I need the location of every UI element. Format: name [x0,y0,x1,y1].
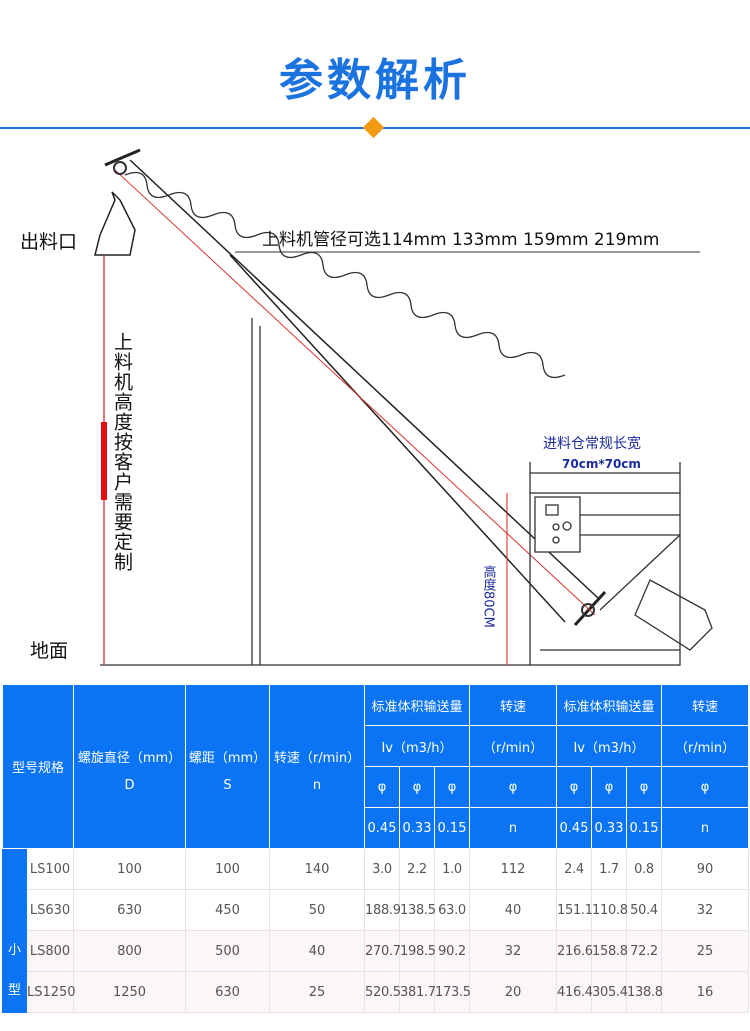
cell-model: LS630 [25,889,75,931]
header-volume-a: 标准体积输送量 [364,684,471,726]
cell-volume-a: 1.0 [434,848,471,890]
cell-speed-b: 90 [661,848,750,890]
cell-speed: 40 [269,930,366,972]
cell-volume-b: 72.2 [626,930,663,972]
cell-volume-a: 138.5 [399,889,436,931]
phi: φ [626,766,663,808]
cell-volume-b: 216.6 [556,930,593,972]
cell-volume-a: 270.7 [364,930,401,972]
cell-diameter: 630 [73,889,187,931]
screw-spiral [124,171,566,379]
hopper-label: 进料仓常规长宽 [543,435,641,452]
cell-speed-a: 40 [469,889,558,931]
cell-volume-a: 90.2 [434,930,471,972]
header-unit-b: Iv（m3/h） [556,725,663,767]
cell-speed: 25 [269,971,366,1013]
conveyor-tube [94,148,607,627]
cell-volume-a: 198.5 [399,930,436,972]
phi: φ [434,766,471,808]
cell-volume-b: 305.4 [591,971,628,1013]
cell-speed-a: 32 [469,930,558,972]
hopper-height: 高度80CM [481,564,497,627]
header-speed-unit-a: （r/min） [469,725,558,767]
phi: φ [364,766,401,808]
group-label: 小型 [2,848,27,1013]
screw-conveyor-diagram: 出料口 上料机管径可选114mm 133mm 159mm 219mm 上料机高度… [20,148,713,666]
cell-speed-b: 32 [661,889,750,931]
cell-volume-b: 1.7 [591,848,628,890]
cell-volume-b: 158.8 [591,930,628,972]
speed-symbol: n [661,807,750,849]
phi-value: 0.15 [626,807,663,849]
phi-value: 0.33 [399,807,436,849]
axis-line [114,169,596,616]
cell-volume-b: 50.4 [626,889,663,931]
phi-value: 0.45 [364,807,401,849]
spec-table: 型号规格 螺旋直径（mm）D 螺距（mm）S 转速（r/min）n 标准体积输送… [1,684,750,1013]
header-speed: 转速（r/min）n [269,684,366,849]
cell-volume-a: 3.0 [364,848,401,890]
header-diameter: 螺旋直径（mm）D [73,684,187,849]
header-speed-a: 转速 [469,684,558,726]
header-volume-b: 标准体积输送量 [556,684,663,726]
cell-speed-b: 25 [661,930,750,972]
cell-volume-b: 151.1 [556,889,593,931]
cell-model: LS100 [25,848,75,890]
cell-model: LS1250 [25,971,76,1013]
header-pitch: 螺距（mm）S [185,684,271,849]
cell-pitch: 450 [185,889,271,931]
cell-volume-a: 173.5 [434,971,471,1013]
cell-volume-a: 188.9 [364,889,401,931]
speed-symbol: n [469,807,558,849]
header-model: 型号规格 [1,684,75,849]
cell-speed: 50 [269,889,366,931]
phi: φ [661,766,750,808]
phi-value: 0.15 [434,807,471,849]
header-speed-unit-b: （r/min） [661,725,750,767]
height-note: 上料机高度按客户需要定制 [111,332,133,572]
phi-value: 0.45 [556,807,593,849]
cell-pitch: 100 [185,848,271,890]
hopper-size: 70cm*70cm [562,457,641,471]
outlet-label: 出料口 [20,231,77,253]
cell-diameter: 800 [73,930,187,972]
cell-speed: 140 [269,848,366,890]
page-title: 参数解析 [279,55,471,106]
header-unit-a: Iv（m3/h） [364,725,471,767]
ground-label: 地面 [30,640,68,662]
phi: φ [469,766,558,808]
phi: φ [591,766,628,808]
cell-volume-a: 520.5 [364,971,401,1013]
cell-pitch: 500 [185,930,271,972]
cell-speed-b: 16 [661,971,750,1013]
cell-model: LS800 [25,930,75,972]
header-speed-b: 转速 [661,684,750,726]
cell-speed-a: 20 [469,971,558,1013]
cell-volume-b: 0.8 [626,848,663,890]
cell-volume-a: 2.2 [399,848,436,890]
cell-diameter: 1250 [73,971,187,1013]
cell-volume-b: 416.4 [556,971,593,1013]
cell-pitch: 630 [185,971,271,1013]
cell-volume-b: 2.4 [556,848,593,890]
cell-speed-a: 112 [469,848,558,890]
phi: φ [556,766,593,808]
support-legs [100,318,530,666]
phi: φ [399,766,436,808]
height-marker [101,422,107,500]
cell-diameter: 100 [73,848,187,890]
cell-volume-a: 381.7 [399,971,436,1013]
pipe-diameter-label: 上料机管径可选114mm 133mm 159mm 219mm [262,230,659,250]
divider-diamond-icon [362,116,385,139]
hopper [529,462,713,666]
cell-volume-a: 63.0 [434,889,471,931]
phi-value: 0.33 [591,807,628,849]
cell-volume-b: 110.8 [591,889,628,931]
cell-volume-b: 138.8 [626,971,663,1013]
